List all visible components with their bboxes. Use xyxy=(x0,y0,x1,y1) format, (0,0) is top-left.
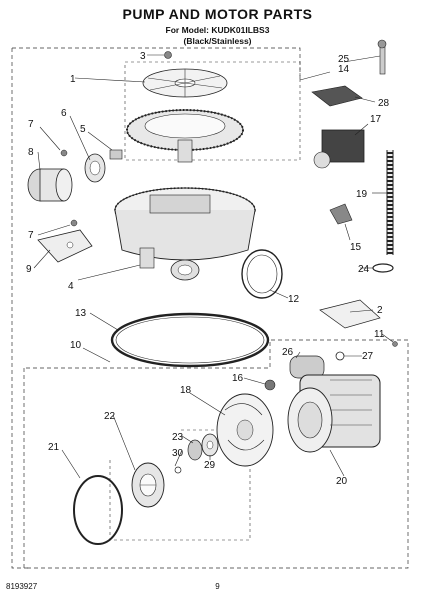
part-22-impeller xyxy=(131,462,165,508)
part-code: 8193927 xyxy=(6,582,38,591)
part-28-cover xyxy=(311,85,363,107)
callout-15: 15 xyxy=(350,242,362,253)
callout-3: 3 xyxy=(140,51,146,62)
part-29-bearing xyxy=(201,433,219,457)
part-17-sensor xyxy=(313,129,365,169)
part-12-seal-ring xyxy=(241,249,283,299)
part-21-large-o-ring xyxy=(73,475,123,545)
callout-30: 30 xyxy=(172,448,184,459)
top-disc-border xyxy=(124,61,301,161)
callout-8: 8 xyxy=(28,147,34,158)
part-7-screw-upper xyxy=(60,149,68,157)
page-number: 9 xyxy=(215,582,220,591)
callout-1: 1 xyxy=(70,74,76,85)
callout-16: 16 xyxy=(232,373,244,384)
callout-24: 24 xyxy=(358,264,370,275)
part-25-pin xyxy=(377,39,387,75)
part-3-screw xyxy=(164,51,172,59)
callout-2: 2 xyxy=(377,305,383,316)
part-7-screw-lower xyxy=(70,219,78,227)
callout-25: 25 xyxy=(338,54,350,65)
part-9-mount-plate xyxy=(37,229,93,263)
callout-7-upper: 7 xyxy=(28,119,34,130)
model-line: For Model: KUDK01ILBS3 xyxy=(165,25,270,35)
part-4-pump-housing xyxy=(114,187,256,281)
callout-6: 6 xyxy=(61,108,67,119)
callout-23: 23 xyxy=(172,432,184,443)
callout-11: 11 xyxy=(374,329,385,340)
callout-10: 10 xyxy=(70,340,82,351)
part-1-toothed-disc xyxy=(126,109,244,163)
part-15-clip xyxy=(329,203,353,225)
callout-17: 17 xyxy=(370,114,382,125)
part-6-fan-wheel xyxy=(84,153,106,183)
callout-29: 29 xyxy=(204,460,216,471)
callout-26: 26 xyxy=(282,347,294,358)
callout-18: 18 xyxy=(180,385,192,396)
callout-13: 13 xyxy=(75,308,87,319)
callout-21: 21 xyxy=(48,442,60,453)
callout-7-lower: 7 xyxy=(28,230,34,241)
callout-numbers: 1 2 3 4 5 6 7 7 8 9 10 11 12 13 14 15 16… xyxy=(26,51,390,487)
model-variant: (Black/Stainless) xyxy=(183,36,252,46)
callout-9: 9 xyxy=(26,264,32,275)
callout-22: 22 xyxy=(104,411,116,422)
part-8-motor-housing xyxy=(27,168,73,202)
part-16-nut xyxy=(264,379,276,391)
part-24-clamp xyxy=(372,263,394,273)
part-30-ring xyxy=(174,466,182,474)
leader-lines xyxy=(33,54,394,479)
callout-27: 27 xyxy=(362,351,374,362)
part-13-large-gasket xyxy=(110,312,270,368)
callout-5: 5 xyxy=(80,124,86,135)
motor-assembly-border xyxy=(23,339,409,569)
page-title: PUMP AND MOTOR PARTS xyxy=(122,6,313,22)
callout-20: 20 xyxy=(336,476,348,487)
callout-4: 4 xyxy=(68,281,74,292)
part-1-filter-disc xyxy=(142,68,228,98)
part-2-plate xyxy=(319,299,381,329)
part-11-screw xyxy=(392,341,398,347)
callout-28: 28 xyxy=(378,98,390,109)
callout-19: 19 xyxy=(356,189,368,200)
part-5-coupler xyxy=(109,149,123,160)
part-23-seal xyxy=(187,439,203,461)
part-18-volute xyxy=(216,393,274,467)
callout-14: 14 xyxy=(338,64,350,75)
part-20-motor xyxy=(287,374,381,453)
callout-12: 12 xyxy=(288,294,300,305)
part-27-o-ring xyxy=(335,351,345,361)
